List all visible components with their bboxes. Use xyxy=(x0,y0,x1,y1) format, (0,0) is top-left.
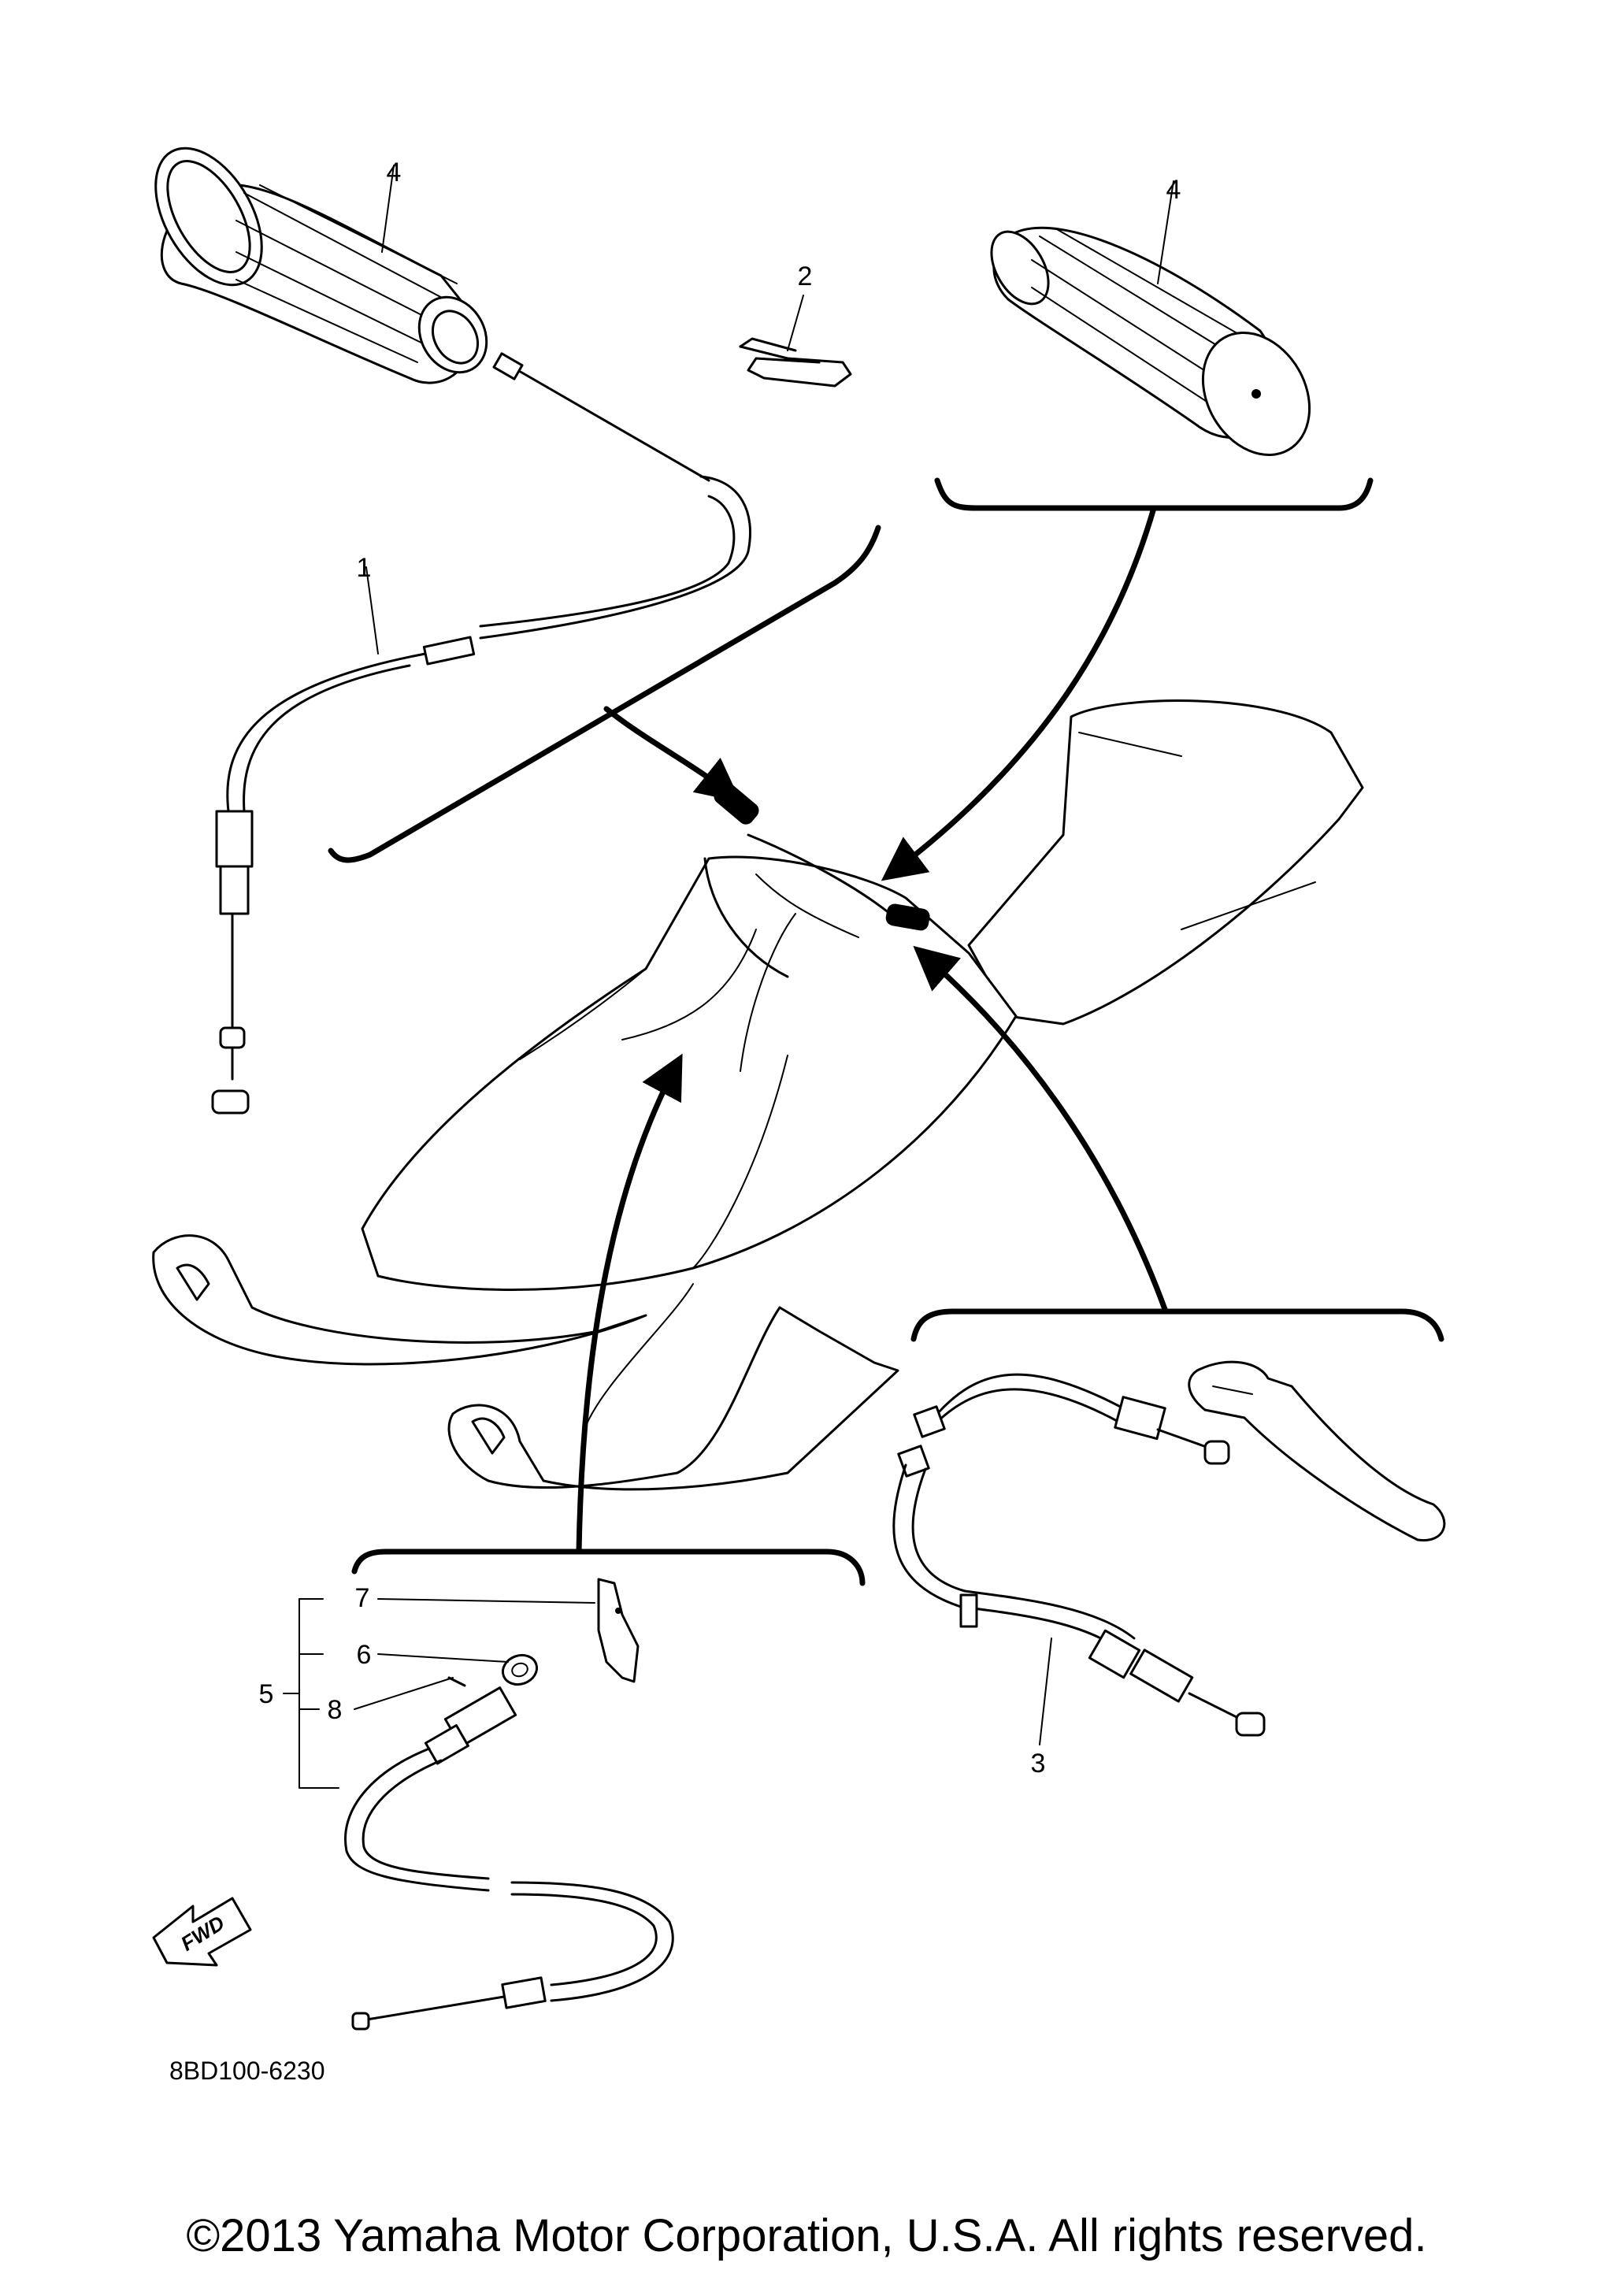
fwd-arrow-icon: FWD xyxy=(152,1897,252,1967)
callout-6: 6 xyxy=(357,1640,372,1670)
copyright-notice: ©2013 Yamaha Motor Corporation, U.S.A. A… xyxy=(186,2210,1427,2261)
callout-3: 3 xyxy=(1031,1749,1046,1779)
callout-2: 2 xyxy=(798,261,813,291)
callout-5: 5 xyxy=(259,1679,274,1709)
callout-4-right: 4 xyxy=(1166,175,1181,205)
brake-cable xyxy=(892,1360,1446,1745)
right-grip xyxy=(990,180,1311,456)
callout-4-left: 4 xyxy=(387,158,402,187)
callout-7: 7 xyxy=(355,1583,370,1613)
snowmobile xyxy=(152,699,1364,1491)
throttle-switch xyxy=(283,1578,674,2031)
left-grip xyxy=(154,147,488,384)
callout-8: 8 xyxy=(328,1695,343,1725)
diagram-code: 8BD100-6230 xyxy=(169,2057,324,2085)
callout-1: 1 xyxy=(357,553,372,583)
clip-part xyxy=(739,295,852,388)
bracket-switch-5 xyxy=(351,1053,866,1586)
bracket-cable-1 xyxy=(328,525,881,863)
bracket-right-grip xyxy=(881,477,1374,881)
bracket-cable-3 xyxy=(910,945,1444,1342)
throttle-cable xyxy=(211,352,751,1115)
